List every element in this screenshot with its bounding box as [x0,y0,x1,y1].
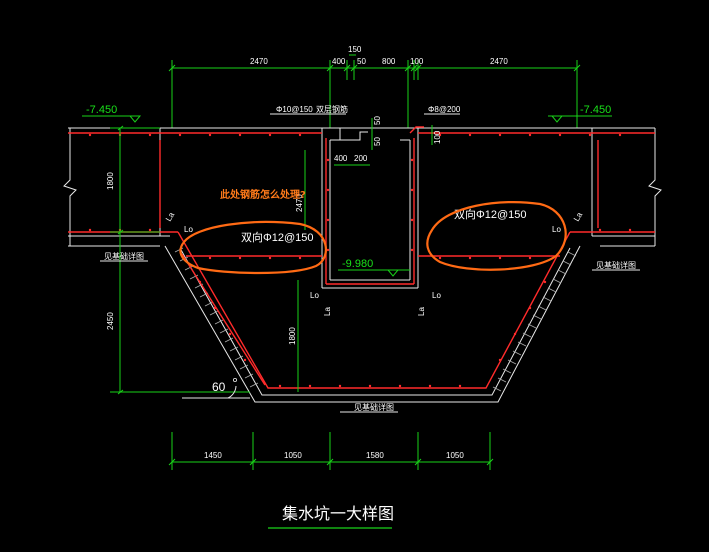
dim-1450: 1450 [204,451,222,460]
dim-2470-left: 2470 [250,57,268,66]
dim-2450: 2450 [106,312,115,330]
dim-50-a: 50 [357,57,366,66]
dim-1800: 1800 [106,172,115,190]
label-phi10-150: Φ10@150 [276,105,313,114]
dim-1800-inner: 1800 [288,327,297,345]
dim-150: 150 [348,45,362,54]
level-top-left: -7.450 [86,104,117,116]
label-lo-left: Lo [184,225,193,234]
right-highlight-ellipse [426,201,567,271]
rebar-annotations: Φ10@150 双层钢筋 Φ8@200 双向Φ12@150 双向Φ12@150 … [100,104,640,413]
question-text: 此处钢筋怎么处理? [220,188,306,201]
label-la-wall-left: La [323,307,332,316]
drawing-title: 集水坑一大样图 [282,505,394,523]
label-la-wall-right: La [417,307,426,316]
bottom-dimension-chain: 1450 1050 1580 1050 [168,432,494,470]
concrete-outline [63,127,662,403]
label-bidir-right: 双向Φ12@150 [454,207,527,221]
dim-100-vertical: 100 [433,130,442,144]
dim-1050-left: 1050 [284,451,302,460]
dim-800: 800 [382,57,396,66]
label-double-layer: 双层钢筋 [316,104,348,114]
label-la-right: La [572,210,585,223]
label-lo-right: Lo [552,225,561,234]
level-top-right: -7.450 [580,104,611,116]
markup-annotations: 此处钢筋怎么处理? [179,188,567,275]
label-lo-pit-left: Lo [310,291,319,300]
dim-400-small: 400 [334,154,348,163]
left-highlight-ellipse [179,220,327,275]
dim-1050-right: 1050 [446,451,464,460]
dim-2470-right: 2470 [490,57,508,66]
note-left: 见基础详图 [104,251,144,261]
top-dimension-chain: 2470 400 150 50 800 100 2470 [168,45,581,128]
dim-50-vertical-b: 50 [373,137,382,146]
dim-1580: 1580 [366,451,384,460]
dim-50-vertical: 50 [373,116,382,125]
label-bidir-left: 双向Φ12@150 [241,230,314,244]
label-la-left: La [164,210,177,223]
drawing-title-group: 集水坑一大样图 [268,505,394,529]
vertical-dimensions: 1800 2450 1800 2470 50 50 100 400 200 [106,116,442,395]
dim-200-small: 200 [354,154,368,163]
dim-400: 400 [332,57,346,66]
level-markers: -7.450 -7.450 -9.980 [82,104,612,277]
dim-100: 100 [410,57,424,66]
label-lo-pit-right: Lo [432,291,441,300]
dim-2470-vertical: 2470 [295,194,304,212]
angle-60: 60 [212,380,226,394]
note-right: 见基础详图 [596,260,636,270]
level-pit-bottom: -9.980 [342,258,373,270]
label-phi8-200: Φ8@200 [428,105,461,114]
angle-marker: 60 [182,377,250,399]
note-bottom: 见基础详图 [354,402,394,412]
